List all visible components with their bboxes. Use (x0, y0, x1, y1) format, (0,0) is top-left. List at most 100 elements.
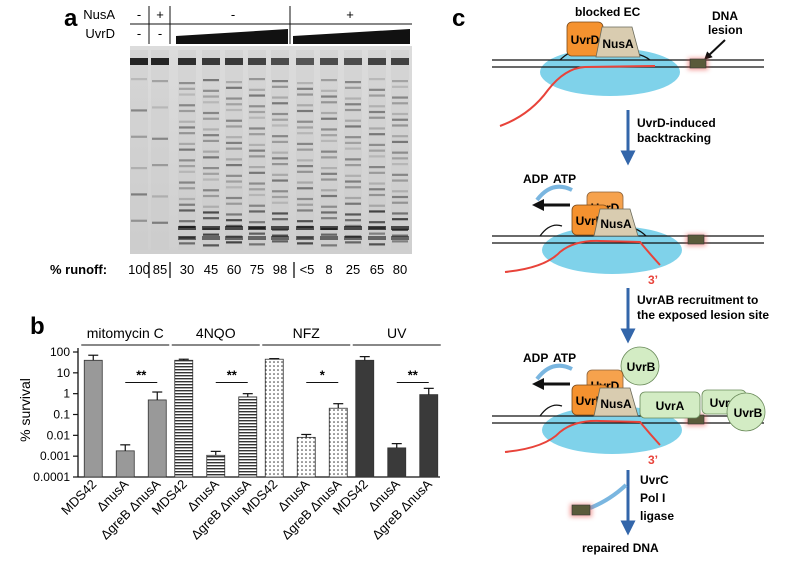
step1-label: UvrD-induced (637, 116, 716, 130)
uvrb-shape (620, 346, 660, 386)
gel-lane (271, 50, 289, 250)
bar (115, 450, 135, 478)
runoff-value: 80 (393, 262, 407, 277)
nusa-shape (593, 387, 639, 417)
step3-label: UvrC (640, 473, 669, 487)
adp-label: ADP (523, 351, 548, 365)
runoff-value: 8 (325, 262, 332, 277)
nusa-row-label: NusA (83, 7, 115, 22)
bar (147, 399, 167, 478)
step2-label: UvrAB recruitment to (637, 293, 758, 307)
nusa-label: NusA (600, 397, 632, 411)
uvrab-recruitment-diagram: ADP ATP 3’ UvrA UvrA UvrB UvrB UvrD UvrD (492, 346, 766, 467)
blocked-ec-label: blocked EC (575, 5, 641, 19)
y-tick-label: 0.0001 (33, 470, 70, 484)
rna-strand (504, 239, 661, 273)
runoff-value: 45 (204, 262, 218, 277)
gel-lane (130, 50, 148, 250)
gel-lane (248, 50, 266, 250)
bar (206, 454, 226, 478)
atp-hydrolysis-arrow (535, 184, 573, 202)
gel-lane (151, 50, 169, 250)
polymerase-shape (542, 226, 682, 274)
atp-label: ATP (553, 172, 576, 186)
gel-image (130, 46, 412, 254)
three-prime-label: 3’ (648, 273, 658, 287)
uvrd-mark-1: - (137, 26, 141, 41)
panel-c: c blocked EC DNA lesion UvrD NusA UvrD-i… (452, 5, 769, 555)
group-label: UV (387, 325, 407, 341)
y-tick-label: 1 (63, 387, 70, 401)
runoff-value: 75 (250, 262, 264, 277)
significance-marker: ** (227, 368, 238, 383)
runoff-value: 65 (370, 262, 384, 277)
excised-lesion (571, 504, 591, 516)
repaired-dna-label: repaired DNA (582, 541, 659, 555)
lesion-excision-arrow (589, 483, 628, 510)
step3-label: Pol I (640, 491, 665, 505)
runoff-value: 98 (273, 262, 287, 277)
group-label: NFZ (293, 325, 321, 341)
step3-label: ligase (640, 509, 674, 523)
uvrd-row-label: UvrD (85, 26, 115, 41)
uvra-shape (639, 391, 701, 419)
nusa-shape (593, 208, 639, 237)
blocked-ec-diagram: blocked EC DNA lesion UvrD NusA (492, 5, 764, 127)
runoff-value: 60 (227, 262, 241, 277)
runoff-value: 100 (128, 262, 150, 277)
uvra-label: UvrA (656, 399, 685, 413)
y-tick-label: 0.001 (40, 449, 70, 463)
significance-marker: ** (408, 368, 419, 383)
bar (387, 447, 407, 478)
panel-a-letter: a (64, 5, 78, 32)
bar (419, 394, 439, 478)
bar (174, 359, 194, 478)
bar (328, 407, 348, 478)
bar (296, 436, 316, 478)
gel-lane (202, 50, 220, 250)
nusa-mark-3: - (231, 7, 235, 22)
step1-label: backtracking (637, 131, 711, 145)
uvrd-gradient-wedge (293, 29, 410, 44)
dna-bubble (539, 404, 563, 417)
runoff-value: 30 (180, 262, 194, 277)
gel-lane (344, 50, 362, 250)
y-tick-label: 0.01 (47, 428, 71, 442)
bar (83, 359, 103, 478)
runoff-value: 85 (153, 262, 167, 277)
runoff-value: 25 (346, 262, 360, 277)
group-label: 4NQO (196, 325, 236, 341)
uvrb-label: UvrB (734, 406, 763, 420)
gel-lane (225, 50, 243, 250)
y-tick-label: 0.1 (53, 408, 70, 422)
nusa-mark-4: + (346, 7, 354, 22)
uvrb-shape (726, 392, 766, 432)
gel-lane (391, 50, 409, 250)
lesion-box (687, 234, 705, 245)
step2-label: the exposed lesion site (637, 308, 769, 322)
y-tick-label: 100 (50, 345, 70, 359)
significance-marker: ** (136, 368, 147, 383)
panel-c-letter: c (452, 5, 465, 32)
gel-lane (368, 50, 386, 250)
y-tick-label: 10 (57, 366, 71, 380)
rna-strand (504, 419, 661, 453)
uvrd-mark-2: - (158, 26, 162, 41)
nusa-label: NusA (602, 37, 634, 51)
panel-b-letter: b (30, 313, 45, 340)
runoff-value: <5 (300, 262, 315, 277)
nusa-mark-2: + (156, 7, 164, 22)
rna-strand (499, 65, 656, 127)
panel-b: b % survival 1001010.10.010.0010.0001mit… (17, 313, 441, 542)
y-axis-label: % survival (17, 378, 33, 442)
bar (355, 359, 375, 478)
dna-lesion-label: lesion (708, 23, 743, 37)
backtracked-ec-diagram: ADP ATP 3’ UvrD UvrD NusA (492, 172, 764, 287)
nusa-mark-1: - (137, 7, 141, 22)
gel-lane (296, 50, 314, 250)
nusa-label: NusA (600, 217, 632, 231)
uvrb-label: UvrB (627, 360, 656, 374)
